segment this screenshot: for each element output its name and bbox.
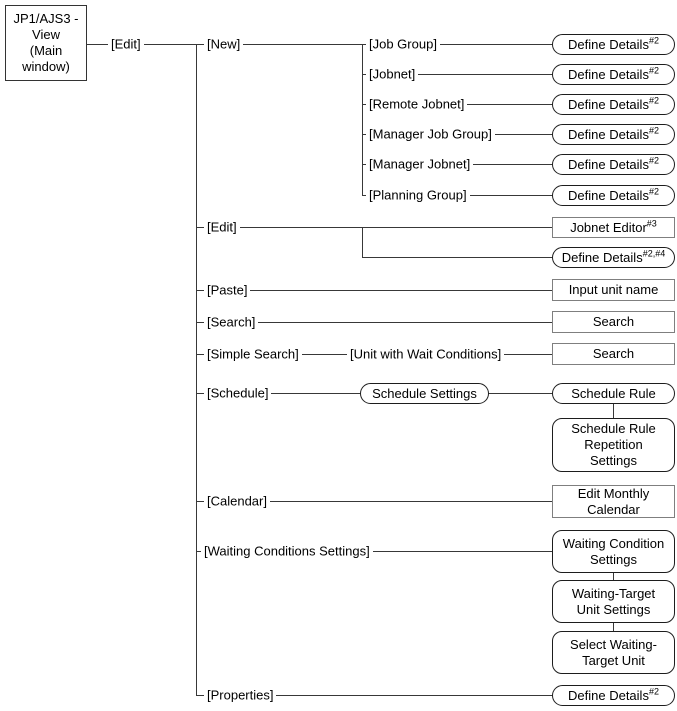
connector-schedule-rule-to-repetition xyxy=(613,404,614,418)
dialog-label: Define Details xyxy=(568,687,649,703)
label-job-group: [Job Group] xyxy=(366,36,440,52)
dialog-schedule-rule: Schedule Rule xyxy=(552,383,675,404)
dialog-label: Jobnet Editor xyxy=(570,219,647,235)
dialog-note: #2 xyxy=(648,686,659,697)
dialog-label: Input unit name xyxy=(568,282,659,297)
connector-edit-branch xyxy=(362,227,363,257)
label-remote-jobnet: [Remote Jobnet] xyxy=(366,96,468,112)
dialog-label: Define Details xyxy=(568,66,649,82)
connector-row-waiting-conditions xyxy=(196,551,553,552)
label-calendar: [Calendar] xyxy=(204,493,270,509)
dialog-note: #2 xyxy=(648,35,659,46)
dialog-label: Define Details xyxy=(561,249,643,265)
dialog-label: Define Details xyxy=(568,126,649,142)
label-manager-jobnet: [Manager Jobnet] xyxy=(366,156,474,172)
dialog-search: Search xyxy=(552,311,675,333)
dialog-note: #2 xyxy=(648,155,659,166)
main-window-node: JP1/AJS3 - View (Main window) xyxy=(5,5,87,81)
dialog-define-details-manager-jobnet: Define Details#2 xyxy=(552,154,675,175)
connector-row-paste xyxy=(196,290,553,291)
dialog-define-details-manager-job-group: Define Details#2 xyxy=(552,124,675,145)
dialog-edit-monthly-calendar: Edit Monthly Calendar xyxy=(552,485,675,518)
dialog-schedule-settings: Schedule Settings xyxy=(360,383,489,404)
label-waiting-conditions-settings: [Waiting Conditions Settings] xyxy=(201,543,373,559)
dialog-input-unit-name: Input unit name xyxy=(552,279,675,301)
connector-row-edit xyxy=(196,227,553,228)
dialog-schedule-rule-repetition-settings: Schedule Rule Repetition Settings xyxy=(552,418,675,472)
label-paste: [Paste] xyxy=(204,282,251,298)
connector-row-new xyxy=(87,44,553,45)
dialog-label: Search xyxy=(592,346,635,361)
dialog-label: Waiting Condition Settings xyxy=(562,535,665,567)
label-jobnet: [Jobnet] xyxy=(366,66,419,82)
dialog-define-details-planning-group: Define Details#2 xyxy=(552,185,675,206)
connector-target-to-select xyxy=(613,623,614,631)
dialog-label: Define Details xyxy=(568,156,649,172)
label-search: [Search] xyxy=(204,314,259,330)
label-properties: [Properties] xyxy=(204,687,277,703)
label-planning-group: [Planning Group] xyxy=(366,187,470,203)
dialog-label: Select Waiting- Target Unit xyxy=(570,636,657,668)
dialog-note: #2 xyxy=(648,95,659,106)
connector-trunk xyxy=(196,44,197,695)
connector-row-edit-define-details xyxy=(362,257,553,258)
connector-row-search xyxy=(196,322,553,323)
connector-waiting-condition-to-target xyxy=(613,573,614,580)
connector-row-calendar xyxy=(196,501,553,502)
dialog-search-simple: Search xyxy=(552,343,675,365)
connector-new-branch xyxy=(362,44,363,195)
dialog-define-details-edit: Define Details#2,#4 xyxy=(552,247,675,268)
dialog-label: Schedule Rule xyxy=(571,385,656,401)
label-new: [New] xyxy=(204,36,244,52)
dialog-label: Define Details xyxy=(568,187,649,203)
dialog-label: Define Details xyxy=(568,96,649,112)
dialog-define-details-job-group: Define Details#2 xyxy=(552,34,675,55)
dialog-define-details-properties: Define Details#2 xyxy=(552,685,675,706)
dialog-label: Edit Monthly Calendar xyxy=(577,485,650,517)
dialog-label: Waiting-Target Unit Settings xyxy=(571,585,656,617)
connector-row-properties xyxy=(196,695,553,696)
dialog-define-details-remote-jobnet: Define Details#2 xyxy=(552,94,675,115)
dialog-note: #2 xyxy=(648,65,659,76)
label-unit-with-wait-conditions: [Unit with Wait Conditions] xyxy=(347,346,505,362)
label-simple-search: [Simple Search] xyxy=(204,346,302,362)
connector-row-jobnet xyxy=(362,74,553,75)
label-edit-submenu: [Edit] xyxy=(204,219,240,235)
dialog-label: Schedule Settings xyxy=(372,385,477,401)
dialog-select-waiting-target-unit: Select Waiting- Target Unit xyxy=(552,631,675,674)
dialog-jobnet-editor: Jobnet Editor#3 xyxy=(552,217,675,238)
label-edit-menu: [Edit] xyxy=(108,36,144,52)
dialog-label: Schedule Rule Repetition Settings xyxy=(571,421,656,468)
dialog-define-details-jobnet: Define Details#2 xyxy=(552,64,675,85)
dialog-waiting-target-unit-settings: Waiting-Target Unit Settings xyxy=(552,580,675,623)
main-window-label: JP1/AJS3 - View (Main window) xyxy=(13,11,79,74)
dialog-note: #2,#4 xyxy=(642,248,666,259)
dialog-note: #2 xyxy=(648,125,659,136)
dialog-label: Define Details xyxy=(568,36,649,52)
dialog-waiting-condition-settings: Waiting Condition Settings xyxy=(552,530,675,573)
label-manager-job-group: [Manager Job Group] xyxy=(366,126,495,142)
label-schedule: [Schedule] xyxy=(204,385,272,401)
dialog-note: #2 xyxy=(648,186,659,197)
dialog-note: #3 xyxy=(646,218,657,229)
dialog-label: Search xyxy=(592,314,635,329)
